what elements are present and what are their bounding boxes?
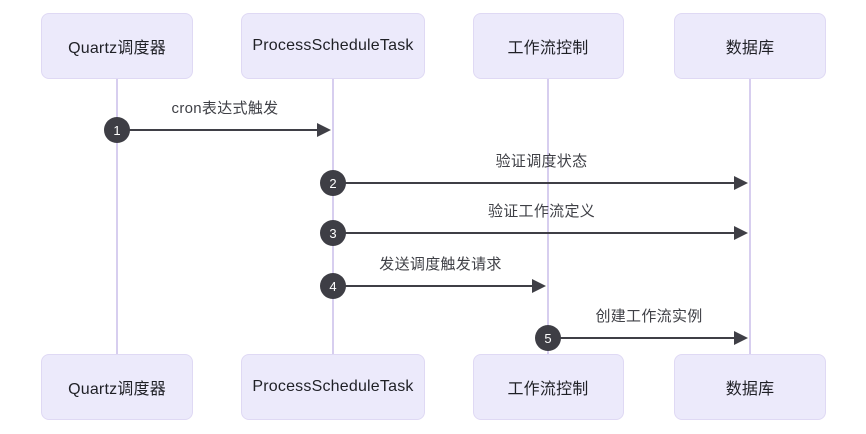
participant-label: Quartz调度器 [68,381,166,398]
lifeline-database [749,79,751,354]
participant-box-bottom-process-schedule-task: ProcessScheduleTask [241,354,425,420]
message-arrowhead-icon [734,226,748,240]
message-number-badge: 3 [320,220,346,246]
message-label: 验证调度状态 [495,153,588,170]
message-label: cron表达式触发 [171,100,279,117]
message-arrow-line [117,129,319,131]
participant-box-top-quartz-scheduler: Quartz调度器 [41,13,193,79]
message-number-badge: 5 [535,325,561,351]
participant-box-top-workflow-control: 工作流控制 [472,13,624,79]
participant-box-bottom-quartz-scheduler: Quartz调度器 [41,354,193,420]
lifeline-workflow-control [547,79,549,354]
participant-box-top-database: 数据库 [674,13,826,79]
message-number-badge: 2 [320,170,346,196]
message-label: 创建工作流实例 [595,308,703,325]
message-arrow-line [333,285,534,287]
participant-box-top-process-schedule-task: ProcessScheduleTask [241,13,425,79]
lifeline-process-schedule-task [332,79,334,354]
message-arrowhead-icon [532,279,546,293]
message-label: 验证工作流定义 [487,203,596,220]
message-arrow-line [333,232,736,234]
message-number-badge: 4 [320,273,346,299]
message-arrow-line [333,182,736,184]
participant-label: Quartz调度器 [68,40,166,57]
participant-label: 工作流控制 [507,40,589,57]
participant-label: ProcessScheduleTask [252,37,414,54]
message-arrowhead-icon [734,176,748,190]
message-number-badge: 1 [104,117,130,143]
message-arrow-line [548,337,736,339]
participant-label: ProcessScheduleTask [252,378,414,395]
message-label: 发送调度触发请求 [379,256,502,273]
message-arrowhead-icon [317,123,331,137]
participant-box-bottom-database: 数据库 [674,354,826,420]
participant-label: 数据库 [725,381,775,398]
participant-label: 数据库 [725,40,775,57]
message-arrowhead-icon [734,331,748,345]
participant-box-bottom-workflow-control: 工作流控制 [472,354,624,420]
lifeline-quartz-scheduler [116,79,118,354]
participant-label: 工作流控制 [507,381,589,398]
